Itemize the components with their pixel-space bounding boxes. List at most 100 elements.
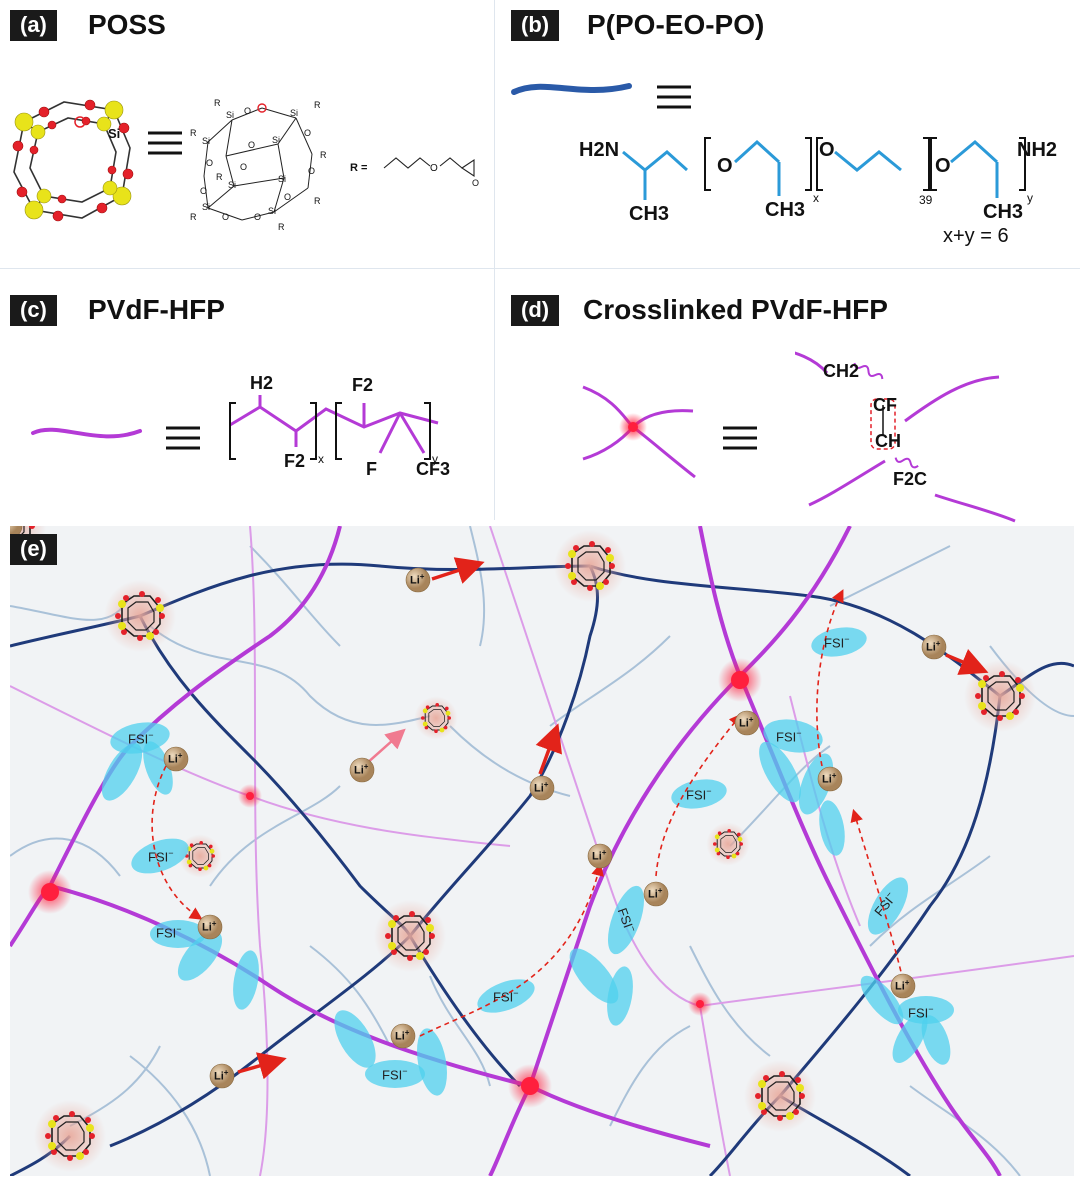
poss-3d-model: Si (12, 99, 134, 222)
ppo-peo-ppo-structure: H2N NH2 CH3 CH3 CH3 O O O x 39 y x+y = 6 (579, 137, 1057, 247)
svg-text:Si: Si (272, 135, 280, 145)
crosslink-nodes (28, 658, 762, 1108)
svg-text:Si: Si (202, 202, 210, 212)
panel-b: (b) P(PO-EO-PO) H2N NH2 CH3 (495, 0, 1080, 268)
panel-d: (d) Crosslinked PVdF-HFP CH2 CF (495, 269, 1080, 523)
equivalence-icon (166, 426, 200, 450)
panel-title: POSS (88, 9, 166, 40)
svg-text:O: O (430, 163, 438, 174)
svg-text:R: R (190, 212, 197, 222)
svg-text:R: R (314, 100, 321, 110)
svg-text:O: O (206, 158, 213, 168)
fsi-label: FSI− (686, 786, 712, 803)
panel-c: (c) PVdF-HFP H2 F2 F2 F CF3 (0, 269, 494, 519)
subscript-y: y (432, 452, 438, 466)
equivalence-icon (148, 131, 182, 155)
f2c-label: F2C (893, 469, 927, 489)
li-label: Li+ (592, 848, 607, 863)
pvdf-hfp-structure: H2 F2 F2 F CF3 x y (229, 373, 450, 479)
svg-text:O: O (284, 192, 291, 202)
ch3-label-2: CH3 (765, 199, 805, 221)
r-label: R (214, 98, 221, 108)
panel-tag: (a) (10, 10, 57, 41)
svg-text:Si: Si (268, 206, 276, 216)
peo-chain-icon (511, 83, 632, 95)
panel-tag: (e) (10, 534, 57, 565)
fsi-label: FSI− (776, 728, 802, 745)
ch3-label-3: CH3 (983, 201, 1023, 223)
r-group-definition: R = O O (350, 157, 479, 188)
cf-label: CF (873, 395, 897, 415)
fsi-label: FSI− (908, 1004, 934, 1021)
svg-text:R: R (190, 128, 197, 138)
panel-tag: (b) (511, 10, 560, 41)
pvdf-chain-icon (31, 427, 142, 439)
svg-text:R: R (320, 150, 327, 160)
subscript-y: y (1027, 191, 1033, 205)
li-label: Li+ (354, 762, 369, 777)
ch-label: CH (875, 431, 901, 451)
svg-text:O: O (304, 128, 311, 138)
svg-text:Si: Si (226, 110, 234, 120)
h2n-label: H2N (579, 139, 619, 161)
panel-tag: (c) (10, 295, 57, 326)
oxygen-label-3: O (935, 155, 951, 177)
f-label: F (366, 459, 377, 479)
fsi-label: FSI− (148, 848, 174, 865)
divider-horizontal (0, 268, 1080, 269)
svg-text:Si: Si (228, 180, 236, 190)
svg-text:Si: Si (290, 108, 298, 118)
fsi-anion-icon (101, 627, 954, 1096)
equivalence-icon (657, 85, 691, 109)
fsi-label: FSI− (382, 1066, 408, 1083)
nh2-label: NH2 (1017, 139, 1057, 161)
fsi-label: FSI− (493, 988, 519, 1005)
svg-text:Si: Si (202, 136, 210, 146)
f2-label-top: F2 (352, 375, 373, 395)
crosslinked-structure: CH2 CF CH F2C (795, 351, 1016, 523)
r-definition-label: R = (350, 162, 367, 174)
li-label: Li+ (926, 639, 941, 654)
li-label: Li+ (395, 1028, 410, 1043)
crosslink-node-icon (582, 385, 696, 479)
svg-text:Si: Si (278, 174, 286, 184)
panel-a: (a) POSS Si (0, 0, 494, 268)
li-label: Li+ (168, 751, 183, 766)
li-label: Li+ (895, 978, 910, 993)
f2-label-bottom: F2 (284, 451, 305, 471)
li-label: Li+ (648, 886, 663, 901)
svg-text:O: O (240, 162, 247, 172)
fsi-label: FSI− (128, 730, 154, 747)
li-label: Li+ (202, 919, 217, 934)
li-label: Li+ (822, 771, 837, 786)
subscript-39: 39 (919, 193, 933, 207)
constraint-label: x+y = 6 (943, 225, 1009, 247)
network-illustration (10, 526, 1074, 1176)
svg-text:O: O (472, 178, 479, 188)
panel-tag: (d) (511, 295, 560, 326)
fsi-label: FSI− (824, 634, 850, 651)
h2-label: H2 (250, 373, 273, 393)
svg-text:R: R (314, 196, 321, 206)
svg-text:O: O (308, 166, 315, 176)
equivalence-icon (723, 426, 757, 450)
panel-e: Li+ Li+ Li+ Li+ Li+ Li+ Li+ Li+ Li+ Li+ … (10, 526, 1074, 1176)
li-label: Li+ (214, 1068, 229, 1083)
subscript-x: x (813, 191, 819, 205)
si-label: Si (108, 126, 120, 141)
svg-text:O: O (254, 212, 261, 222)
ch3-label-1: CH3 (629, 203, 669, 225)
oxygen-label-1: O (717, 155, 733, 177)
svg-text:O: O (200, 186, 207, 196)
li-label: Li+ (410, 572, 425, 587)
panel-title: P(PO-EO-PO) (587, 9, 765, 40)
svg-text:R: R (216, 172, 223, 182)
panel-title: Crosslinked PVdF-HFP (583, 294, 888, 325)
divider-vertical (494, 0, 495, 520)
svg-text:R: R (278, 222, 285, 232)
oxygen-label-2: O (819, 139, 835, 161)
li-label: Li+ (534, 780, 549, 795)
ch2-label: CH2 (823, 361, 859, 381)
svg-text:O: O (222, 212, 229, 222)
